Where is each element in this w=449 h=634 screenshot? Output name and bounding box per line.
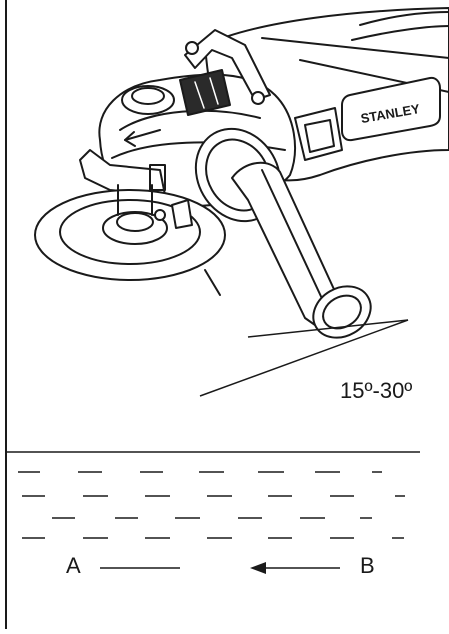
point-b-label: B: [360, 553, 375, 578]
bracket-screw: [185, 41, 199, 55]
angle-grinder-illustration: [34, 7, 449, 339]
housing-seam-line: [261, 37, 449, 59]
disc-nut: [116, 212, 154, 232]
angle-range-label: 15º-30º: [340, 378, 413, 403]
direction-arrowhead: [250, 562, 266, 574]
tool-axis-line: [247, 319, 409, 338]
rear-grip-band-2: [351, 25, 449, 41]
wheel-guard: [79, 149, 166, 196]
rotation-arrow-line: [124, 129, 161, 141]
disc-edge-tick: [204, 269, 221, 296]
rear-grip-band: [359, 11, 449, 26]
bracket-screw-2: [251, 91, 265, 105]
vent-gap-2: [209, 77, 219, 105]
angle-line: [199, 319, 409, 397]
vent-gap: [194, 81, 205, 109]
guard-screw: [154, 209, 166, 221]
side-switch-inner: [304, 119, 335, 153]
brand-badge: [341, 76, 441, 142]
material-hatching: [18, 471, 405, 539]
handle-end-cap-inner: [322, 294, 362, 330]
gear-head-ridge: [119, 109, 261, 131]
rotation-arrow-head: [124, 131, 136, 147]
side-boss: [171, 199, 193, 229]
point-a-label: A: [66, 553, 81, 578]
spindle-shaft: [117, 184, 153, 216]
side-handle-highlight: [261, 169, 326, 306]
guard-clamp: [149, 164, 166, 191]
spindle-lock-cap: [131, 87, 165, 105]
grinding-disc-inner-ring: [59, 199, 201, 265]
